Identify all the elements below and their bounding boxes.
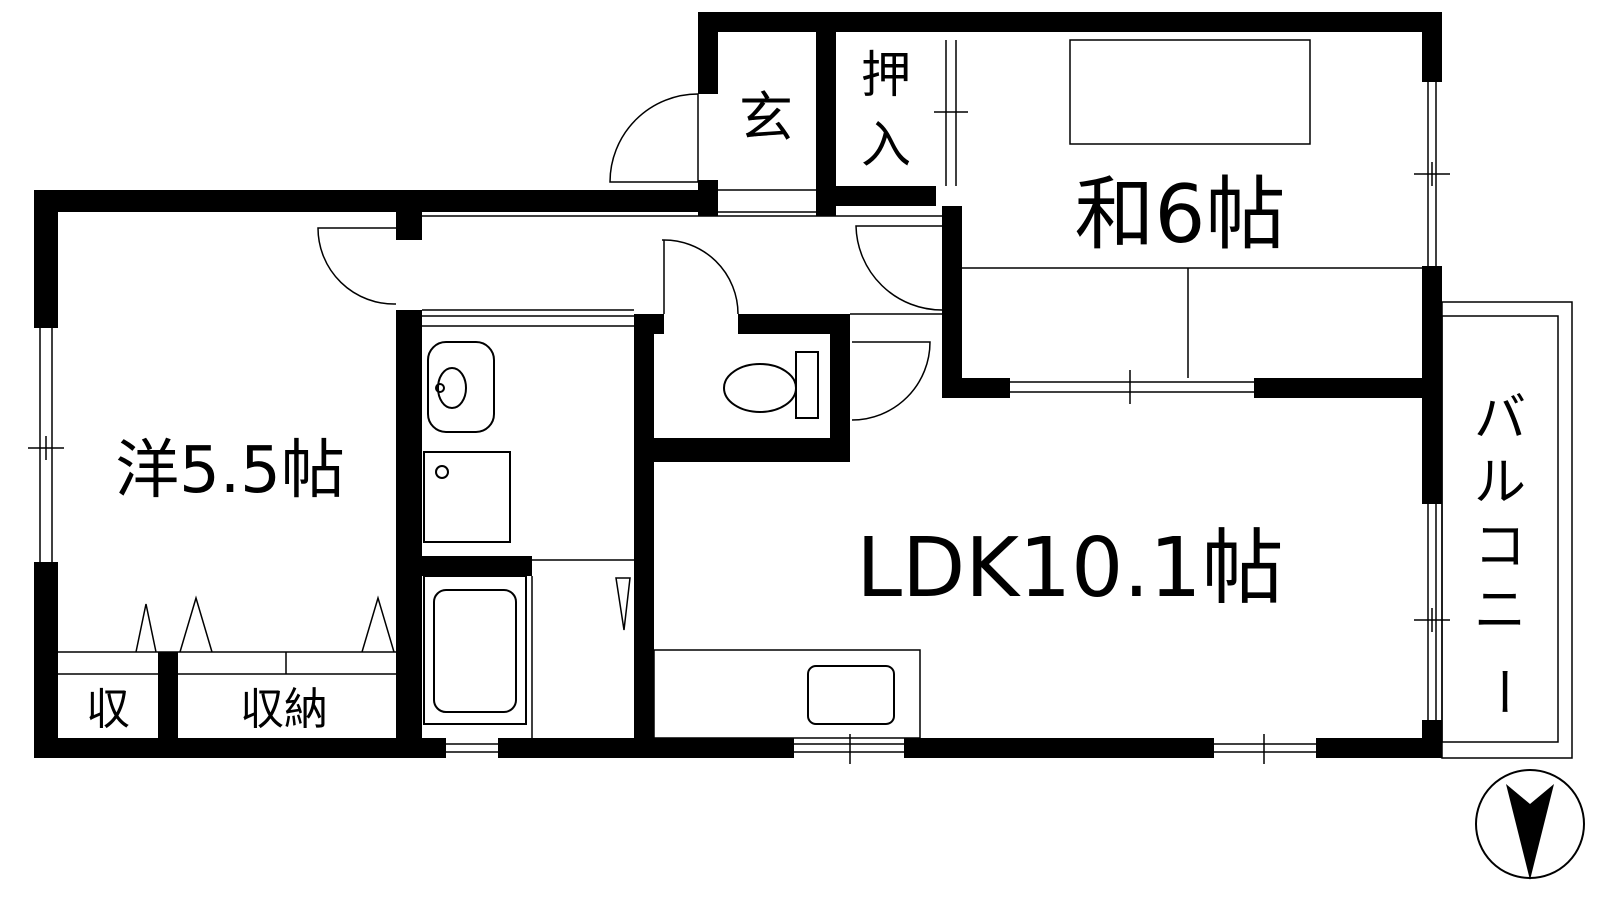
balcony-label-char: ニ (1474, 581, 1526, 641)
storage-label: 収納 (240, 684, 328, 735)
japanese-room-label: 和6帖 (1075, 168, 1286, 261)
balcony-label-char: コ (1474, 517, 1526, 577)
fixtures (28, 39, 1573, 764)
entrance-label: 玄 (739, 86, 793, 149)
balcony-label-char: バ (1474, 389, 1526, 449)
storage-small-label: 収 (86, 684, 130, 735)
ldk-label: LDK10.1帖 (856, 521, 1283, 616)
closet-top-label-1: 押 (861, 46, 911, 104)
closet-top-label-2: 入 (861, 116, 911, 174)
western-room-label: 洋5.5帖 (115, 434, 345, 508)
balcony-label-char: ー (1470, 666, 1530, 718)
walls (34, 12, 1442, 758)
balcony-label-char: ル (1474, 453, 1526, 513)
north-arrow-icon (1475, 769, 1585, 880)
